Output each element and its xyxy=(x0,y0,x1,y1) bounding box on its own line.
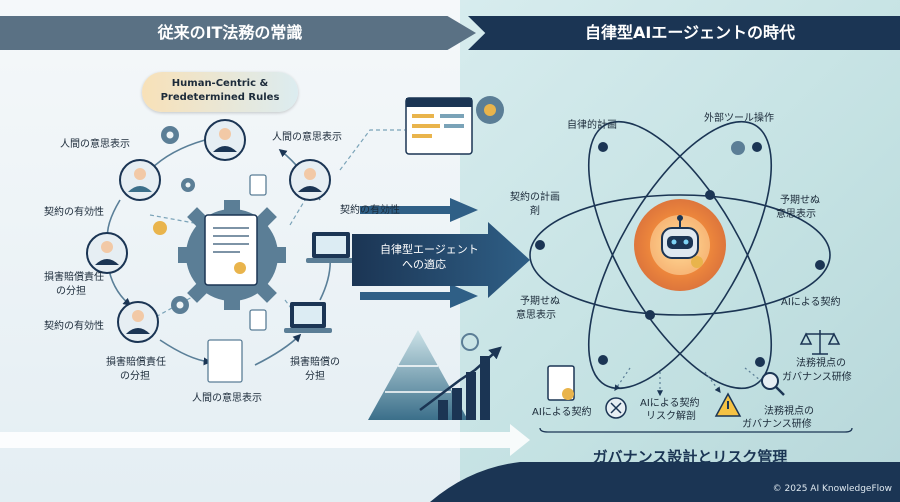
label-ai-contract-bottom: AIによる契約 xyxy=(532,407,592,418)
label-intent-bottom: 人間の意思表示 xyxy=(192,393,262,404)
document-icons xyxy=(207,174,267,383)
label-governance-training-b2: ガバナンス研修 xyxy=(742,419,812,430)
governance-footer-title: ガバナンス設計とリスク管理 xyxy=(592,448,788,466)
label-unexpected-intent-r1: 予期せぬ xyxy=(780,195,820,206)
label-governance-training-r1: 法務視点の xyxy=(796,358,846,369)
pyramid-icon xyxy=(368,330,468,420)
label-intent-top-left: 人間の意思表示 xyxy=(60,139,130,150)
label-liability-lower-2: の分担 xyxy=(120,371,150,382)
label-unexpected-intent-l2: 意思表示 xyxy=(516,310,556,321)
left-title: 従来のIT法務の常識 xyxy=(157,23,303,42)
refresh-icon xyxy=(461,333,479,351)
risk-analysis-icon xyxy=(605,397,627,419)
label-liability-lower-1: 損害賠償責任 xyxy=(106,357,166,368)
person-icons xyxy=(86,119,331,343)
header-left-bar xyxy=(0,16,476,50)
scales-icon xyxy=(799,330,841,355)
adaptation-arrow-line-2: への適応 xyxy=(402,258,446,271)
growth-arrow xyxy=(419,346,502,411)
human-centric-pill: Human-Centric & Predetermined Rules xyxy=(142,72,298,112)
label-governance-training-r2: ガバナンス研修 xyxy=(782,372,852,383)
gear-tool-icon xyxy=(731,141,745,155)
label-damages-1: 損害賠償の xyxy=(290,357,340,368)
label-unexpected-intent-r2: 意思表示 xyxy=(776,209,816,220)
header-right-bar xyxy=(468,16,900,50)
bar-chart-icon xyxy=(438,356,490,420)
bottom-sweep xyxy=(430,462,900,502)
laptop-icons xyxy=(284,232,356,333)
label-damages-2: 分担 xyxy=(305,371,325,382)
copyright-text: © 2025 AI KnowledgeFlow xyxy=(772,484,892,494)
small-gear-icons xyxy=(161,126,195,314)
bottom-arrow xyxy=(0,424,530,456)
dotted-down-arrows xyxy=(614,367,771,397)
label-contract-planning-2: 剤 xyxy=(530,206,540,217)
magnifier-icon xyxy=(761,372,785,396)
browser-window-icon xyxy=(405,96,504,155)
big-adaptation-arrow xyxy=(352,222,530,298)
label-external-tools: 外部ツール操作 xyxy=(704,113,774,124)
check-icon xyxy=(153,221,167,235)
right-title: 自律型AIエージェントの時代 xyxy=(584,23,796,42)
ai-contract-doc-icon xyxy=(547,365,575,401)
pill-line-1: Human-Centric & xyxy=(171,78,269,89)
pill-line-2: Predetermined Rules xyxy=(160,92,280,103)
central-gear-icon xyxy=(178,200,286,310)
transition-arrows xyxy=(360,198,478,308)
warning-icon xyxy=(714,392,742,417)
label-validity-left: 契約の有効性 xyxy=(44,207,104,218)
label-intent-top-right: 人間の意思表示 xyxy=(272,132,342,143)
label-liability-left-2: の分担 xyxy=(56,286,86,297)
orbit-nodes xyxy=(535,142,825,367)
governance-bracket xyxy=(539,427,853,433)
atom-orbits xyxy=(529,120,831,390)
label-validity-lower: 契約の有効性 xyxy=(44,321,104,332)
label-autonomous-planning: 自律的計画 xyxy=(567,120,617,131)
adaptation-arrow-line-1: 自律型エージェント xyxy=(380,243,479,256)
label-liability-left-1: 損害賠償責任 xyxy=(44,272,104,283)
label-risk-analysis-2: リスク解剖 xyxy=(646,411,696,422)
label-contract-planning-1: 契約の計画 xyxy=(510,192,560,203)
label-ai-contract-right: AIによる契約 xyxy=(781,297,841,308)
label-validity-right: 契約の有効性 xyxy=(340,205,400,216)
label-governance-training-b1: 法務視点の xyxy=(764,406,814,417)
dashed-connectors xyxy=(149,129,405,321)
label-risk-analysis-1: AIによる契約 xyxy=(640,398,700,409)
robot-core-icon xyxy=(634,199,726,291)
label-unexpected-intent-l1: 予期せぬ xyxy=(520,296,560,307)
